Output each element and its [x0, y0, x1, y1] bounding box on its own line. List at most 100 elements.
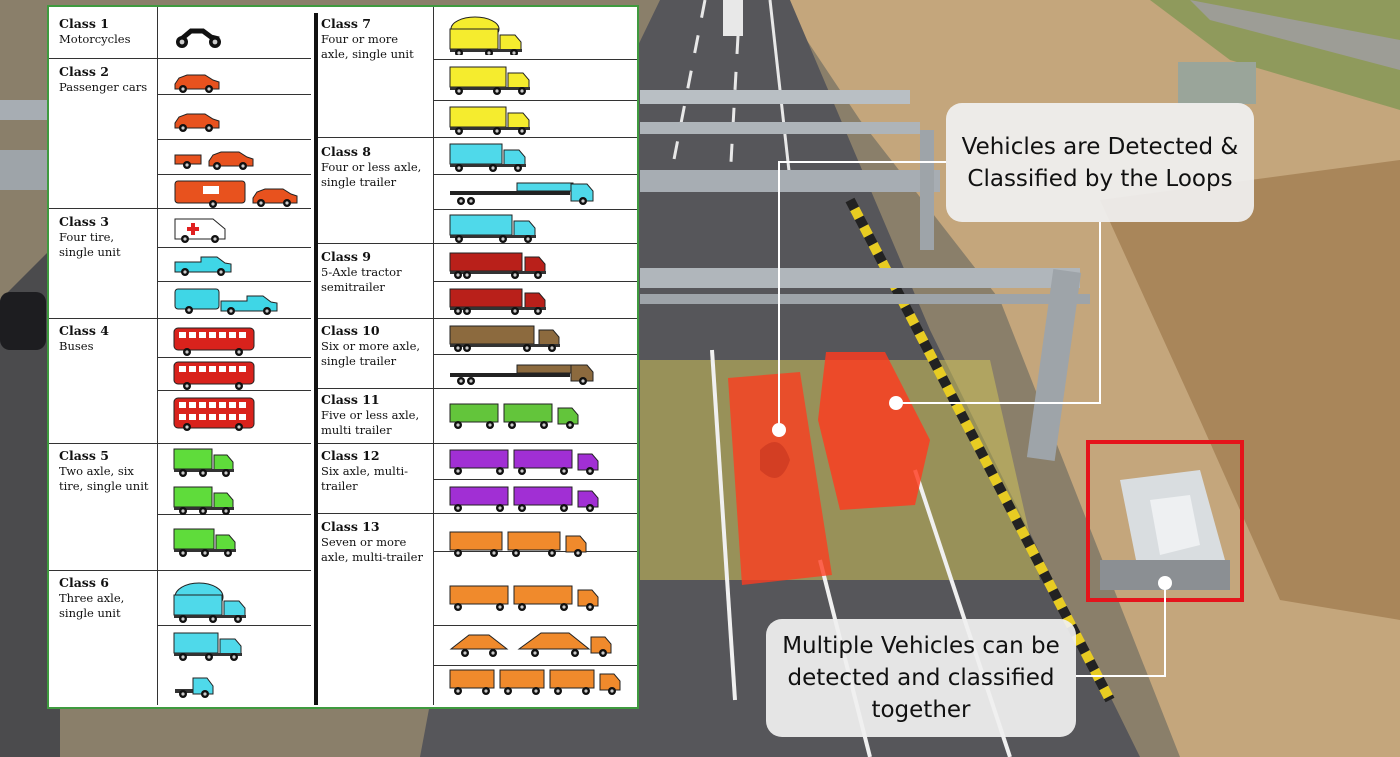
cement-mixer-cyan-icon [173, 582, 246, 623]
grid-line [49, 58, 311, 59]
class-13-label: Class 13 Seven or more axle, multi-trail… [321, 519, 431, 564]
ambulance-van-icon [174, 218, 226, 243]
class-9-label: Class 9 5-Axle tractor semitrailer [321, 249, 431, 294]
double-trailer-orange-2-icon [449, 585, 599, 611]
callout-bottom-line-3: together [871, 697, 971, 723]
grid-line [318, 388, 637, 389]
class-13-title: Class 13 [321, 519, 380, 534]
callout-multiple-vehicles: Multiple Vehicles can be detected and cl… [766, 619, 1076, 737]
class-4-title: Class 4 [59, 323, 109, 338]
box-truck-cyan-class8b-icon [449, 214, 536, 243]
grid-line [157, 94, 311, 95]
class-9-desc-2: semitrailer [321, 279, 385, 294]
class-1-title: Class 1 [59, 16, 109, 31]
grid-line [433, 551, 637, 552]
class-5-desc-2: tire, single unit [59, 478, 149, 493]
class-5-title: Class 5 [59, 448, 109, 463]
class-8-label: Class 8 Four or less axle, single traile… [321, 144, 431, 189]
class-6-title: Class 6 [59, 575, 109, 590]
detected-vehicle-right [818, 352, 930, 510]
grid-line [49, 208, 311, 209]
double-trailer-orange-icon [449, 531, 587, 557]
class-12-desc-2: trailer [321, 478, 358, 493]
box-truck-yellow-icon [449, 106, 530, 135]
grid-line [49, 570, 311, 571]
car-with-trailer-icon [174, 151, 254, 170]
class-3-title: Class 3 [59, 214, 109, 229]
callout-bottom-line-1: Multiple Vehicles can be [782, 633, 1060, 659]
grid-line [49, 318, 311, 319]
grid-line [157, 625, 311, 626]
double-decker-bus-icon [173, 397, 255, 431]
box-truck-green-icon [173, 448, 234, 477]
dump-truck-green-icon [173, 486, 234, 515]
class-3-desc-1: Four tire, [59, 230, 115, 244]
class-5-label: Class 5 Two axle, six tire, single unit [59, 448, 157, 493]
grid-line [433, 59, 637, 60]
semitrailer-red-2-icon [449, 288, 546, 315]
chart-column-divider [314, 13, 318, 705]
class-6-desc-2: single unit [59, 605, 121, 620]
caravan-with-car-icon [174, 180, 298, 208]
hopper-trailer-orange-icon [449, 632, 612, 657]
class-10-title: Class 10 [321, 323, 380, 338]
class-12-label: Class 12 Six axle, multi- trailer [321, 448, 431, 493]
box-truck-cyan-class8-icon [449, 143, 526, 172]
class-13-desc-1: Seven or more [321, 535, 407, 549]
callout-bottom-line-2: detected and classified [787, 665, 1055, 691]
class-9-title: Class 9 [321, 249, 371, 264]
grid-line [157, 247, 311, 248]
triple-trailer-orange-icon [449, 669, 621, 695]
class-2-title: Class 2 [59, 64, 109, 79]
class-2-label: Class 2 Passenger cars [59, 64, 157, 95]
class-9-desc-1: 5-Axle tractor [321, 265, 402, 279]
semitrailer-red-icon [449, 252, 546, 279]
grid-line [433, 209, 637, 210]
grid-line [157, 514, 311, 515]
roadside-equipment [1100, 470, 1230, 590]
grid-line [433, 354, 637, 355]
class-10-label: Class 10 Six or more axle, single traile… [321, 323, 431, 368]
tow-truck-green-icon [173, 528, 236, 557]
pickup-truck-icon [174, 256, 232, 276]
grid-line [318, 513, 637, 514]
grid-line [433, 100, 637, 101]
class-11-desc-1: Five or less axle, [321, 408, 420, 422]
grid-line [157, 7, 158, 705]
grid-line [318, 318, 637, 319]
grid-line [157, 174, 311, 175]
motorcycle-icon [176, 28, 221, 48]
grid-line [433, 281, 637, 282]
class-3-desc-2: single unit [59, 244, 121, 259]
class-7-title: Class 7 [321, 16, 371, 31]
class-5-desc-1: Two axle, six [59, 464, 134, 478]
grid-line [318, 443, 637, 444]
vehicle-classification-chart: Class 1 Motorcycles Class 2 Passenger ca… [47, 5, 639, 709]
class-10-desc-1: Six or more axle, [321, 339, 421, 353]
grid-line [433, 7, 434, 705]
class-7-desc-2: axle, single unit [321, 46, 414, 61]
dump-truck-yellow-icon [449, 66, 530, 95]
callout-detected-classified: Vehicles are Detected & Classified by th… [946, 103, 1254, 222]
coach-bus-icon [173, 361, 255, 390]
double-trailer-green-icon [449, 403, 579, 429]
class-1-desc-1: Motorcycles [59, 32, 131, 46]
grid-line [157, 357, 311, 358]
box-truck-cyan-icon [173, 632, 242, 661]
grid-line [157, 139, 311, 140]
class-11-title: Class 11 [321, 392, 380, 407]
grid-line [433, 625, 637, 626]
grid-line [157, 390, 311, 391]
double-trailer-purple-icon [449, 449, 599, 475]
hatchback-car-icon [174, 113, 220, 132]
class-6-desc-1: Three axle, [59, 591, 125, 605]
grid-line [433, 665, 637, 666]
class-13-desc-2: axle, multi-trailer [321, 549, 423, 564]
grid-line [157, 281, 311, 282]
passenger-car-icon [174, 74, 220, 93]
detected-vehicle-left [728, 372, 832, 585]
class-2-desc-1: Passenger cars [59, 80, 148, 94]
class-4-desc-1: Buses [59, 339, 94, 353]
class-3-label: Class 3 Four tire, single unit [59, 214, 157, 259]
cement-mixer-yellow-icon [449, 16, 522, 55]
